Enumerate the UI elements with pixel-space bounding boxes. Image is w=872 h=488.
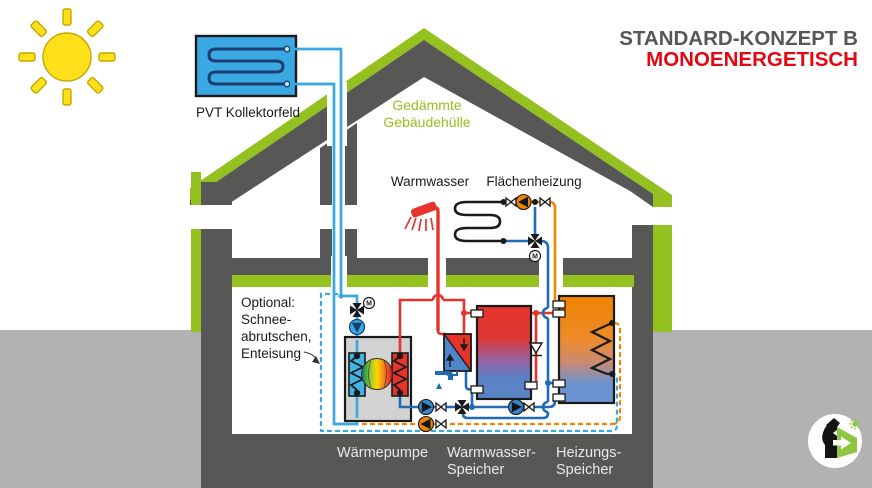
plate-heat-exchanger <box>443 333 472 372</box>
diverter-valve <box>455 400 469 414</box>
house-structure <box>186 28 672 488</box>
wall-left-cut <box>186 205 234 229</box>
compressor <box>361 358 393 390</box>
check-valve <box>528 342 544 357</box>
faucet-icon <box>435 371 458 389</box>
wall-left-insulation <box>191 229 201 332</box>
svg-text:Enteisung: Enteisung <box>241 346 301 361</box>
pipe-junctions <box>461 199 551 410</box>
pvt-collector <box>194 34 298 98</box>
buffer-tank <box>557 294 616 405</box>
wall-right <box>632 225 653 440</box>
motor-label: M <box>532 254 538 261</box>
roof-left <box>190 40 424 229</box>
optional-label: Optional: Schnee- abrutschen, Enteisung <box>241 295 320 364</box>
buffer-tank-label-line1: Heizungs- <box>556 445 621 461</box>
wall-left-stub <box>201 182 232 205</box>
heat-pump-label: Wärmepumpe <box>337 445 428 461</box>
buffer-tank-label-line2: Speicher <box>556 462 613 478</box>
envelope-label-line2: Gebäudehülle <box>383 114 470 130</box>
buffer-tank-coil <box>589 320 615 377</box>
company-logo <box>808 414 862 468</box>
condenser <box>391 352 409 397</box>
svg-text:Optional:: Optional: <box>241 295 295 310</box>
heating-circuit-pump-icon <box>515 193 532 211</box>
ceiling-gap-heating-pipes <box>539 256 563 289</box>
shower-icon <box>404 201 440 331</box>
roof-gap-collector-pipes <box>327 82 347 146</box>
shutoff-valves <box>435 196 551 430</box>
svg-text:abrutschen,: abrutschen, <box>241 329 312 344</box>
motor-label: M <box>366 301 372 308</box>
floor-heating-coil <box>453 200 503 243</box>
wall-left <box>201 229 232 440</box>
interior-wall-post-left <box>320 140 332 258</box>
tank-fittings <box>470 300 566 402</box>
collector-label: PVT Kollektorfeld <box>196 105 300 120</box>
roof-right-insulation <box>424 28 672 207</box>
three-way-valve-source: M <box>350 296 376 317</box>
dhw-tank-label-line2: Speicher <box>447 462 504 478</box>
deicing-pump-icon <box>417 415 435 433</box>
charge-pump-icon <box>417 398 435 416</box>
wall-right-insulation <box>653 225 672 332</box>
component-labels: Wärmepumpe Warmwasser- Speicher Heizungs… <box>337 445 621 478</box>
evaporator <box>348 352 366 397</box>
hot-water-label: Warmwasser <box>391 174 470 189</box>
roof-right <box>424 40 653 207</box>
dhw-tank-label-line1: Warmwasser- <box>447 445 536 461</box>
interior-wall-cut <box>318 205 359 229</box>
basement-footer <box>201 434 653 488</box>
page-subtitle: MONOENERGETISCH <box>646 48 858 71</box>
sun-icon <box>18 8 116 106</box>
surface-heating-label: Flächenheizung <box>486 174 581 189</box>
mixing-valve-heating: M <box>528 234 542 263</box>
collector-coil <box>207 47 287 86</box>
roof-left-insulation <box>190 28 424 200</box>
envelope-label-line1: Gedämmte <box>392 97 461 113</box>
page-title: STANDARD-KONZEPT B <box>619 27 858 50</box>
source-pump-icon <box>348 318 366 336</box>
dhw-tank <box>475 304 533 401</box>
wall-left-stub-insulation <box>191 172 201 205</box>
buffer-charge-pump-icon <box>507 398 525 416</box>
deicing-supply-pipe <box>362 321 622 426</box>
svg-text:Schnee-: Schnee- <box>241 312 291 327</box>
ground-left <box>0 330 201 488</box>
optional-pointer-arrow <box>312 356 320 364</box>
